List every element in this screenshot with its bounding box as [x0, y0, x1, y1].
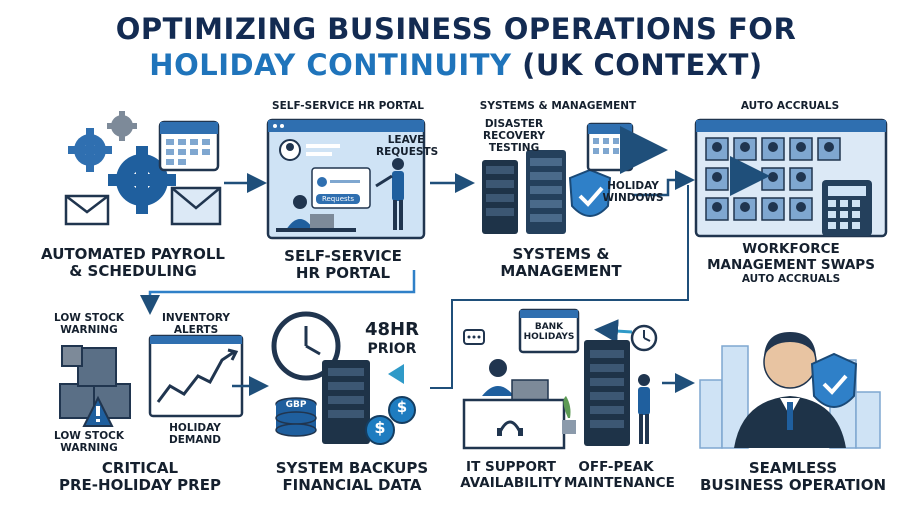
- server-icon: [526, 150, 566, 234]
- bank-holidays-label: BANK HOLIDAYS: [523, 322, 575, 343]
- headset-icon: [497, 420, 523, 436]
- workforce-header: AUTO ACCRUALS: [740, 100, 840, 112]
- off-peak-caption: OFF-PEAK MAINTENANCE: [564, 459, 675, 491]
- clock-icon: [271, 311, 341, 381]
- disaster-recovery-label: DISASTER RECOVERY TESTING: [482, 118, 546, 155]
- systems-caption: SYSTEMS & MANAGEMENT: [500, 245, 622, 281]
- avatar-grid: [705, 137, 841, 221]
- warning-icon: [82, 395, 114, 427]
- flow-arrow: [632, 170, 695, 197]
- calendar-icon: [586, 122, 634, 172]
- flow-arrow: [430, 185, 689, 389]
- hr-header: SELF-SERVICE HR PORTAL: [272, 100, 424, 112]
- hr-caption: SELF-SERVICE HR PORTAL: [284, 247, 402, 283]
- payroll-illustration: [64, 111, 222, 226]
- server-icon: [584, 340, 630, 446]
- title-accent: HOLIDAY CONTINUITY: [149, 48, 512, 82]
- flow-arrow: [140, 270, 416, 315]
- dollar-icon: $: [396, 398, 408, 416]
- server-icon: [322, 360, 370, 444]
- calendar-icon: [518, 308, 580, 354]
- arrow-icon: [388, 364, 404, 384]
- envelope-icon: [170, 186, 222, 226]
- gear-icon: [68, 128, 112, 172]
- low-stock-top-label: LOW STOCK WARNING: [54, 312, 124, 337]
- support-illustration: [462, 308, 658, 450]
- plant-icon: [562, 396, 576, 434]
- shield-icon: [568, 168, 612, 217]
- gbp-label: GBP: [285, 400, 307, 410]
- payroll-caption: AUTOMATED PAYROLL & SCHEDULING: [41, 245, 225, 281]
- systems-header: SYSTEMS & MANAGEMENT: [479, 100, 637, 112]
- inventory-alerts-label: INVENTORY ALERTS: [162, 312, 230, 337]
- seamless-caption: SEAMLESS BUSINESS OPERATION: [699, 459, 887, 495]
- leave-requests-label: LEAVE REQUESTS: [376, 134, 439, 159]
- coin-icon: [365, 396, 416, 445]
- backups-caption: SYSTEM BACKUPS FINANCIAL DATA: [275, 459, 429, 495]
- backups-illustration: [271, 311, 416, 445]
- workforce-caption: WORKFORCE MANAGEMENT SWAPS AUTO ACCRUALS: [707, 241, 875, 286]
- database-icon: [275, 397, 317, 437]
- inventory-illustration: [59, 334, 244, 427]
- server-icon: [482, 160, 518, 234]
- title-line-1: OPTIMIZING BUSINESS OPERATIONS FOR: [115, 12, 797, 46]
- chat-icon: [463, 329, 485, 345]
- systems-illustration: [482, 122, 668, 234]
- line-chart-icon: [148, 334, 244, 418]
- seamless-illustration: [699, 332, 881, 449]
- workforce-illustration: [694, 118, 888, 238]
- gear-icon: [107, 111, 137, 141]
- title-rest: (UK CONTEXT): [522, 48, 763, 82]
- requests-button: Requests: [321, 195, 355, 203]
- shield-icon: [810, 352, 858, 408]
- envelope-icon: [64, 194, 110, 226]
- box-icon: [59, 345, 131, 419]
- it-support-caption: IT SUPPORT AVAILABILITY: [460, 459, 562, 491]
- title-line-2: HOLIDAY CONTINUITY (UK CONTEXT): [0, 48, 912, 82]
- low-stock-bottom-label: LOW STOCK WARNING: [54, 430, 124, 455]
- inventory-caption: CRITICAL PRE-HOLIDAY PREP: [59, 459, 221, 495]
- gear-icon: [108, 146, 176, 214]
- holiday-demand-label: HOLIDAY DEMAND: [169, 422, 221, 447]
- calculator-icon: [822, 180, 872, 236]
- calendar-icon: [158, 120, 220, 172]
- clock-icon: [630, 324, 658, 352]
- requests-button-shape: [316, 194, 360, 204]
- holiday-windows-label: HOLIDAY WINDOWS: [602, 180, 664, 205]
- prior-label: 48HR PRIOR: [365, 319, 419, 357]
- dollar-icon: $: [374, 418, 386, 437]
- hr-portal-illustration: [266, 118, 426, 240]
